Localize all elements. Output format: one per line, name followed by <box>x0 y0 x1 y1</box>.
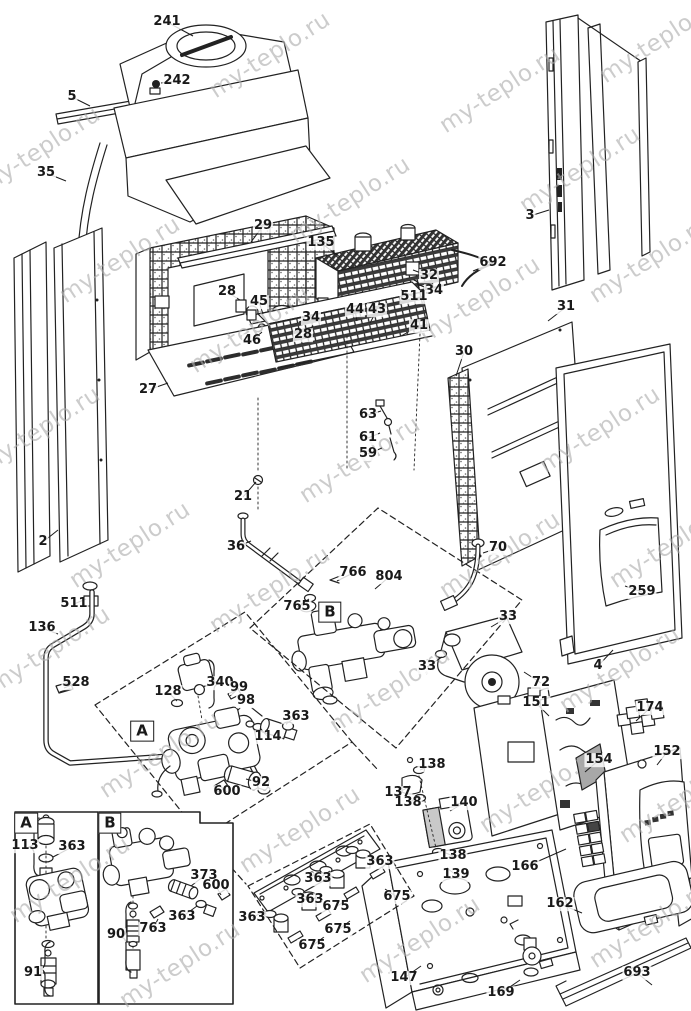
part-label-31: 31 <box>555 299 577 315</box>
part-label-113: 113 <box>10 838 40 854</box>
part-label-91: 91 <box>22 965 44 981</box>
part-label-340: 340 <box>205 675 235 691</box>
part-label-34: 34 <box>300 310 322 326</box>
part-label-241: 241 <box>152 14 182 30</box>
part-label-140: 140 <box>449 795 479 811</box>
burner <box>246 281 433 471</box>
part-label-763: 763 <box>138 921 168 937</box>
part-label-4: 4 <box>592 658 604 674</box>
part-label-45: 45 <box>248 294 270 310</box>
part-label-675: 675 <box>321 899 351 915</box>
part-label-28: 28 <box>216 284 238 300</box>
part-label-259: 259 <box>627 584 657 600</box>
part-label-2: 2 <box>37 534 49 550</box>
part-label-61: 61 <box>357 430 379 446</box>
part-label-128: 128 <box>153 684 183 700</box>
part-label-363: 363 <box>57 839 87 855</box>
part-label-43: 43 <box>366 302 388 318</box>
part-label-27: 27 <box>137 382 159 398</box>
part-label-363: 363 <box>365 854 395 870</box>
part-label-32: 32 <box>418 268 440 284</box>
part-label-41: 41 <box>408 318 430 334</box>
part-label-136: 136 <box>27 620 57 636</box>
callout-letter-b: B <box>318 601 342 623</box>
part-label-766: 766 <box>338 565 368 581</box>
part-label-152: 152 <box>652 744 682 760</box>
part-label-72: 72 <box>530 675 552 691</box>
part-label-59: 59 <box>357 446 379 462</box>
part-label-34: 34 <box>423 283 445 299</box>
part-label-363: 363 <box>237 910 267 926</box>
part-label-139: 139 <box>441 867 471 883</box>
part-label-70: 70 <box>487 540 509 556</box>
left-side-panels <box>13 227 109 573</box>
part-label-675: 675 <box>382 889 412 905</box>
part-label-36: 36 <box>225 539 247 555</box>
part-label-162: 162 <box>545 896 575 912</box>
part-label-166: 166 <box>510 859 540 875</box>
part-label-154: 154 <box>584 752 614 768</box>
part-label-363: 363 <box>295 892 325 908</box>
part-label-28: 28 <box>292 327 314 343</box>
part-label-114: 114 <box>253 729 283 745</box>
part-label-29: 29 <box>252 218 274 234</box>
part-label-138: 138 <box>417 757 447 773</box>
part-label-675: 675 <box>323 922 353 938</box>
flue-hood-assembly <box>55 24 331 255</box>
part-label-5: 5 <box>66 89 78 105</box>
part-label-765: 765 <box>282 599 312 615</box>
part-label-600: 600 <box>212 784 242 800</box>
part-label-3: 3 <box>524 208 536 224</box>
screw <box>252 397 264 513</box>
part-label-92: 92 <box>250 775 272 791</box>
part-label-169: 169 <box>486 985 516 1001</box>
part-label-44: 44 <box>344 302 366 318</box>
part-label-600: 600 <box>201 878 231 894</box>
part-label-21: 21 <box>232 489 254 505</box>
part-label-804: 804 <box>374 569 404 585</box>
part-label-63: 63 <box>357 407 379 423</box>
part-label-99: 99 <box>228 680 250 696</box>
part-label-692: 692 <box>478 255 508 271</box>
part-label-98: 98 <box>235 693 257 709</box>
part-label-147: 147 <box>389 970 419 986</box>
hydro-assembly-a <box>151 652 298 798</box>
part-label-35: 35 <box>35 165 57 181</box>
part-label-151: 151 <box>521 695 551 711</box>
callout-letter-a: A <box>14 812 38 834</box>
part-label-528: 528 <box>61 675 91 691</box>
front-door <box>555 343 683 665</box>
part-label-363: 363 <box>281 709 311 725</box>
part-label-511: 511 <box>59 596 89 612</box>
part-label-33: 33 <box>416 659 438 675</box>
inset-a-drawing <box>25 814 90 997</box>
part-label-138: 138 <box>438 848 468 864</box>
part-label-46: 46 <box>241 333 263 349</box>
part-label-363: 363 <box>167 909 197 925</box>
part-label-174: 174 <box>635 700 665 716</box>
part-label-675: 675 <box>297 938 327 954</box>
callout-letter-a: A <box>130 720 154 742</box>
part-label-138: 138 <box>393 795 423 811</box>
part-label-511: 511 <box>399 289 429 305</box>
callout-letter-b: B <box>98 812 122 834</box>
inset-b-drawing <box>102 827 231 979</box>
part-label-33: 33 <box>497 609 519 625</box>
back-panel <box>545 14 651 291</box>
part-label-693: 693 <box>622 965 652 981</box>
part-label-242: 242 <box>162 73 192 89</box>
part-label-30: 30 <box>453 344 475 360</box>
part-label-363: 363 <box>303 871 333 887</box>
part-label-135: 135 <box>306 235 336 251</box>
part-label-90: 90 <box>105 927 127 943</box>
